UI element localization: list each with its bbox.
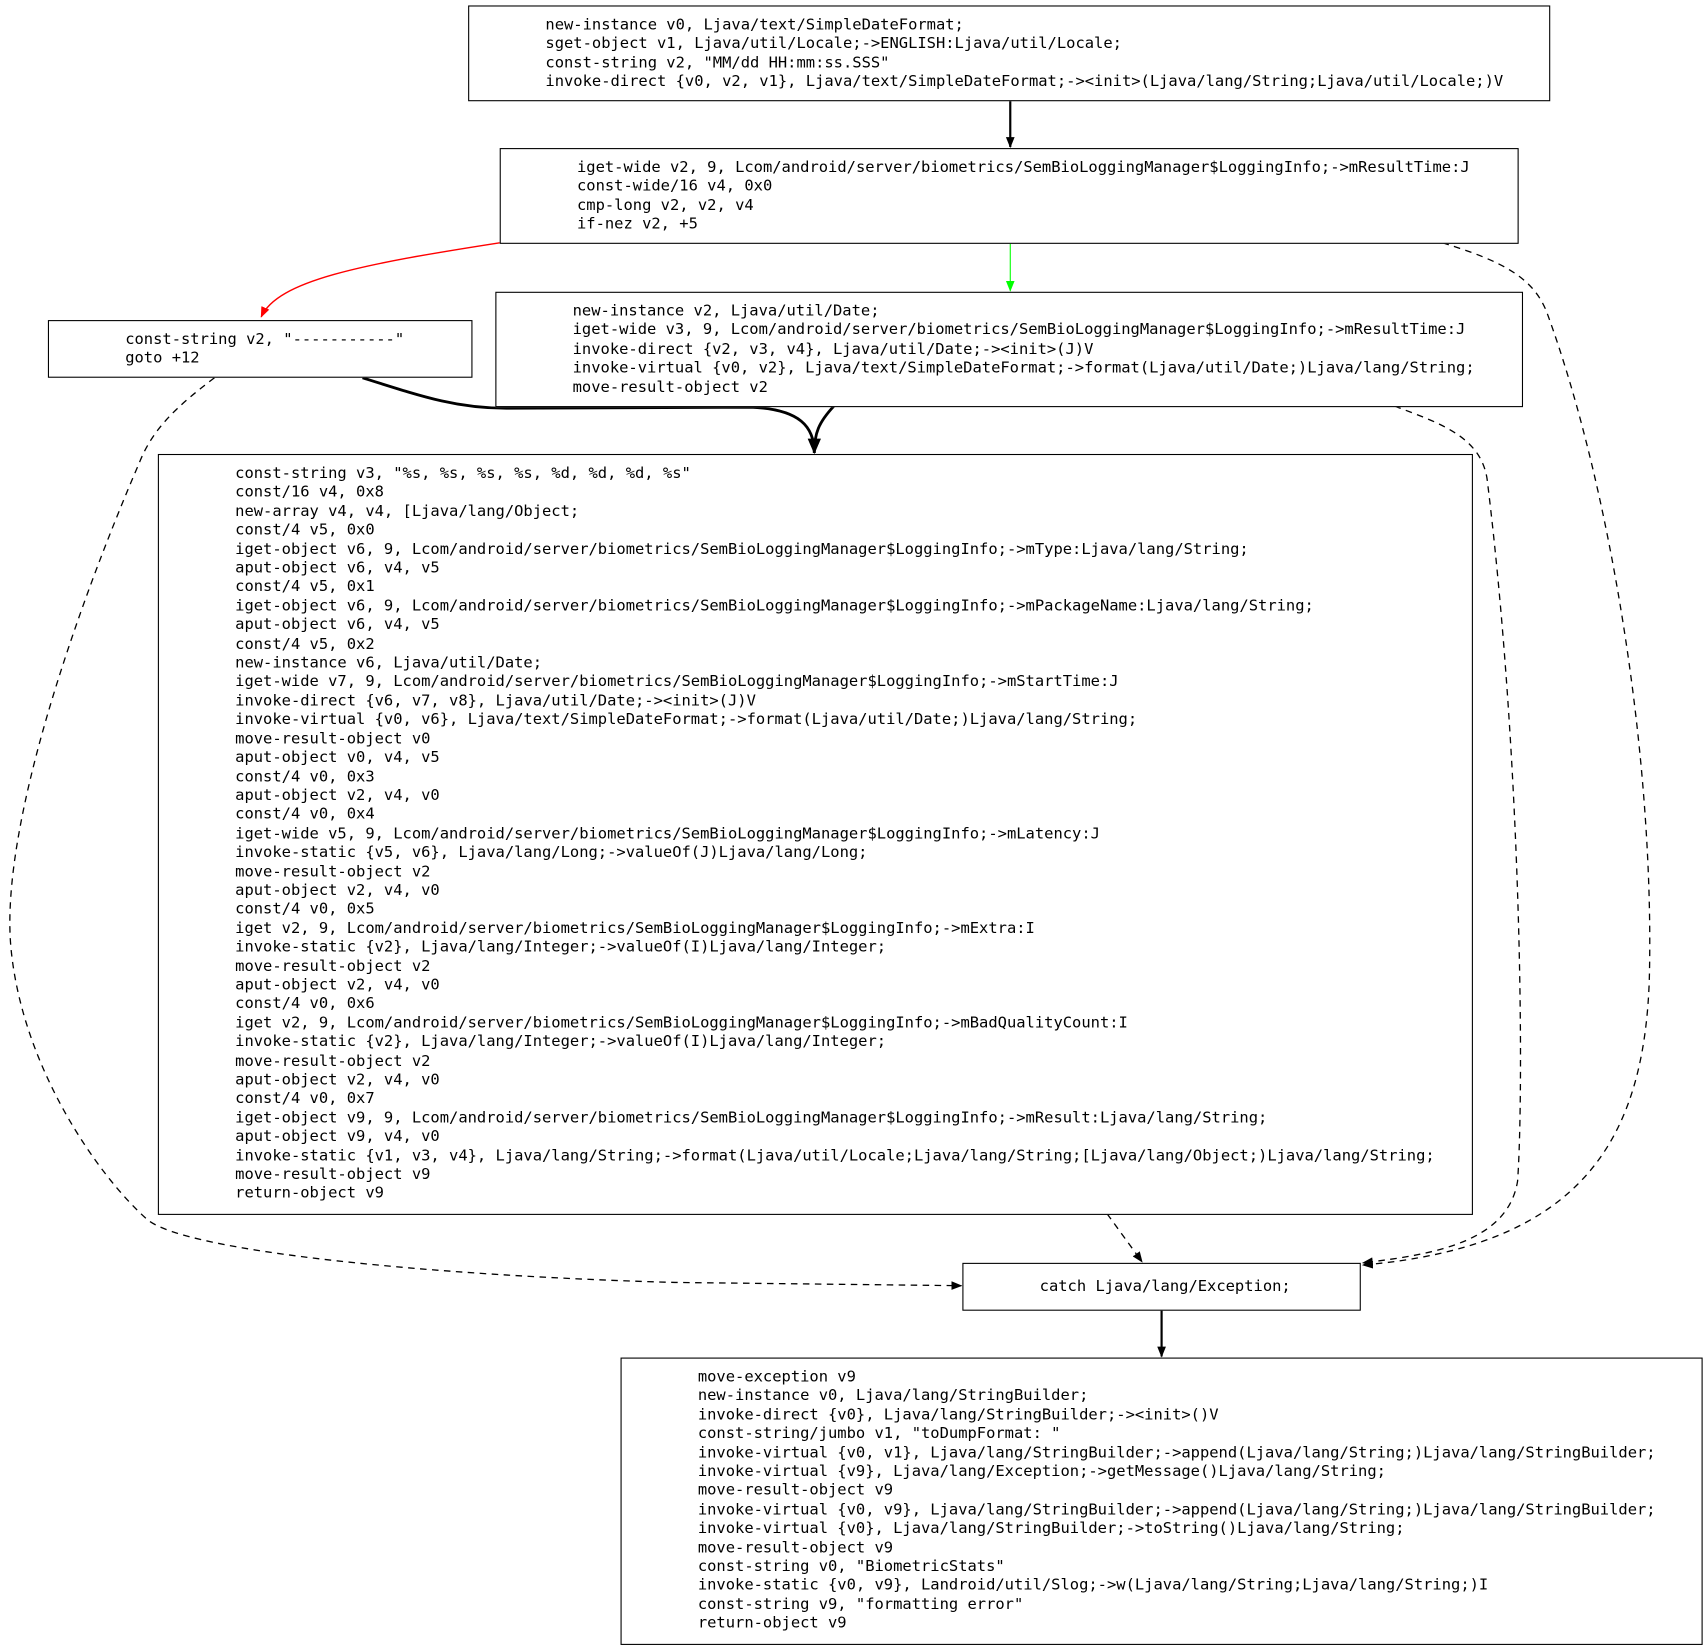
edge-n2-n3-false (260, 242, 500, 318)
instruction-line: new-instance v0, Ljava/lang/StringBuilde… (697, 1387, 1089, 1405)
catch-block: catch Ljava/lang/Exception; (962, 1262, 1361, 1311)
instruction-line: invoke-virtual {v0, v1}, Ljava/lang/Stri… (697, 1444, 1656, 1462)
instruction-line: aput-object v6, v4, v5 (235, 559, 440, 578)
instruction-line: sget-object v1, Ljava/util/Locale;->ENGL… (545, 35, 1122, 53)
instruction-line: move-result-object v2 (235, 1052, 431, 1070)
instruction-line: aput-object v2, v4, v0 (235, 881, 440, 900)
instruction-line: const-string v2, "MM/dd HH:mm:ss.SSS" (545, 54, 890, 72)
instruction-line: const-string/jumbo v1, "toDumpFormat: " (697, 1425, 1061, 1443)
instruction-line: invoke-virtual {v0, v2}, Ljava/text/Simp… (572, 359, 1475, 377)
instruction-line: aput-object v9, v4, v0 (235, 1128, 440, 1146)
instruction-line: invoke-direct {v0, v2, v1}, Ljava/text/S… (545, 73, 1504, 91)
instruction-line: move-result-object v0 (235, 730, 431, 748)
instruction-line: const/16 v4, 0x8 (235, 483, 384, 502)
instruction-line: invoke-virtual {v9}, Ljava/lang/Exceptio… (697, 1463, 1386, 1481)
instruction-line: aput-object v2, v4, v0 (235, 786, 440, 805)
instruction-line: invoke-virtual {v0}, Ljava/lang/StringBu… (697, 1520, 1405, 1538)
instruction-line: invoke-static {v5, v6}, Ljava/lang/Long;… (235, 843, 868, 862)
instruction-line: iget-object v9, 9, Lcom/android/server/b… (235, 1109, 1268, 1127)
instruction-line: iget-wide v7, 9, Lcom/android/server/bio… (235, 673, 1119, 691)
instruction-line: const/4 v0, 0x7 (235, 1090, 375, 1108)
instruction-line: invoke-virtual {v0, v6}, Ljava/text/Simp… (235, 711, 1138, 729)
instruction-line: move-result-object v9 (697, 1538, 894, 1557)
instruction-line: const/4 v0, 0x3 (235, 768, 375, 786)
instruction-line: invoke-direct {v6, v7, v8}, Ljava/util/D… (235, 692, 756, 710)
instruction-line: aput-object v0, v4, v5 (235, 749, 440, 767)
instruction-line: invoke-static {v2}, Ljava/lang/Integer;-… (235, 1033, 887, 1051)
instruction-line: new-instance v0, Ljava/text/SimpleDateFo… (545, 16, 964, 34)
instruction-line: aput-object v2, v4, v0 (235, 976, 440, 994)
instruction-line: invoke-direct {v2, v3, v4}, Ljava/util/D… (572, 340, 1094, 358)
instruction-line: const-string v0, "BiometricStats" (697, 1557, 1005, 1576)
instruction-line: iget-object v6, 9, Lcom/android/server/b… (235, 540, 1249, 559)
instruction-line: const/4 v5, 0x2 (235, 635, 375, 653)
instruction-line: move-result-object v2 (235, 957, 431, 975)
instruction-line: invoke-direct {v0}, Ljava/lang/StringBui… (697, 1406, 1219, 1424)
instruction-line: const-wide/16 v4, 0x0 (576, 177, 773, 196)
instruction-line: aput-object v6, v4, v5 (235, 616, 440, 634)
instruction-line: goto +12 (125, 349, 200, 368)
instruction-line: new-instance v2, Ljava/util/Date; (572, 302, 880, 321)
instruction-line: return-object v9 (697, 1614, 847, 1633)
instruction-line: invoke-static {v0, v9}, Landroid/util/Sl… (697, 1576, 1489, 1595)
basic-block-3: const-string v2, "-----------"goto +12 (47, 320, 473, 378)
edge-n4-n5 (807, 405, 835, 454)
edge-n5-catch (1106, 1213, 1143, 1263)
instruction-line: const/4 v5, 0x0 (235, 521, 375, 540)
instruction-line: iget-wide v2, 9, Lcom/android/server/bio… (576, 158, 1470, 177)
instruction-line: move-exception v9 (697, 1368, 856, 1386)
instruction-line: move-result-object v9 (235, 1165, 431, 1184)
instruction-line: move-result-object v9 (697, 1482, 894, 1500)
instruction-line: iget v2, 9, Lcom/android/server/biometri… (235, 1014, 1128, 1032)
edge-n4-catch (1361, 405, 1522, 1267)
instruction-line: new-instance v6, Ljava/util/Date; (235, 654, 543, 672)
instruction-line: return-object v9 (235, 1184, 384, 1203)
basic-block-4: new-instance v2, Ljava/util/Date;iget-wi… (495, 291, 1524, 408)
instruction-line: const/4 v0, 0x4 (235, 805, 375, 824)
instruction-line: iget v2, 9, Lcom/android/server/biometri… (235, 919, 1035, 938)
instruction-line: iget-wide v5, 9, Lcom/android/server/bio… (235, 824, 1100, 843)
instruction-line: iget-wide v3, 9, Lcom/android/server/bio… (572, 321, 1466, 340)
instruction-line: const-string v3, "%s, %s, %s, %s, %d, %d… (235, 464, 691, 483)
instruction-line: aput-object v2, v4, v0 (235, 1071, 440, 1089)
instruction-line: iget-object v6, 9, Lcom/android/server/b… (235, 597, 1314, 615)
instruction-line: new-array v4, v4, [Ljava/lang/Object; (235, 502, 580, 521)
instruction-line: catch Ljava/lang/Exception; (1039, 1278, 1291, 1296)
instruction-line: move-result-object v2 (235, 862, 431, 881)
instruction-line: const-string v2, "-----------" (125, 330, 405, 349)
instruction-line: const/4 v0, 0x5 (235, 900, 375, 919)
instruction-line: const/4 v0, 0x6 (235, 995, 375, 1013)
edge-n3-n5 (362, 376, 821, 454)
edge-n2-catch (1361, 242, 1651, 1269)
instruction-line: invoke-virtual {v0, v9}, Ljava/lang/Stri… (697, 1501, 1656, 1519)
basic-block-2: iget-wide v2, 9, Lcom/android/server/bio… (499, 148, 1519, 244)
instruction-line: const/4 v5, 0x1 (235, 578, 375, 596)
instruction-line: const-string v9, "formatting error" (697, 1595, 1024, 1614)
instruction-line: invoke-static {v1, v3, v4}, Ljava/lang/S… (235, 1147, 1435, 1165)
basic-block-5: const-string v3, "%s, %s, %s, %s, %d, %d… (157, 453, 1473, 1215)
basic-block-1: new-instance v0, Ljava/text/SimpleDateFo… (468, 5, 1551, 102)
instruction-line: move-result-object v2 (572, 378, 768, 396)
instruction-line: cmp-long v2, v2, v4 (576, 196, 754, 215)
instruction-line: if-nez v2, +5 (576, 215, 698, 234)
instruction-line: invoke-static {v2}, Ljava/lang/Integer;-… (235, 938, 887, 957)
